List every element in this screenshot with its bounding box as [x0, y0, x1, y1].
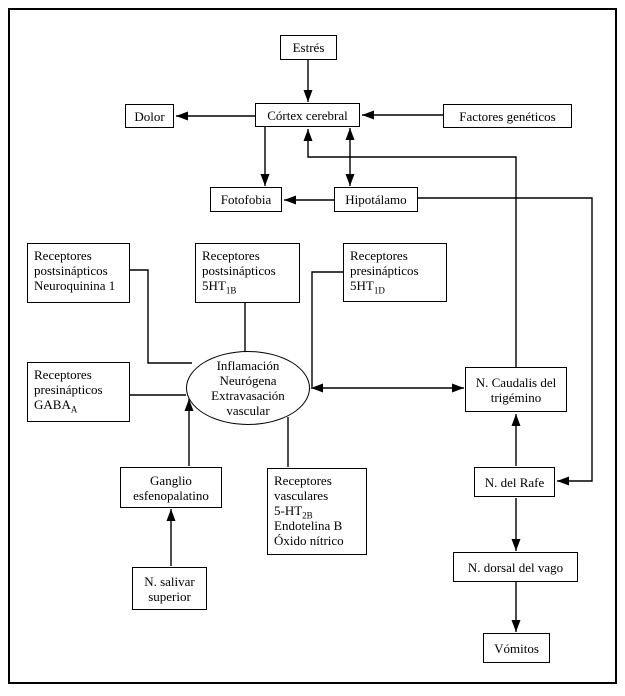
node-cortex-cerebral: Córtex cerebral: [255, 103, 360, 127]
node-hipotalamo: Hipotálamo: [334, 187, 418, 212]
node-receptores-postsinapticos-neuroquinina1: Receptores postsinápticos Neuroquinina 1: [27, 243, 130, 303]
node-label-formula: 5HT1B: [202, 278, 296, 296]
formula-subscript: 1D: [373, 285, 385, 296]
node-label: Hipotálamo: [345, 192, 407, 207]
node-label-line: esfenopalatino: [133, 487, 209, 503]
formula-base: 5HT: [350, 278, 374, 293]
node-label-line: N. salivar: [144, 573, 195, 589]
node-label-line: Receptores: [202, 248, 260, 263]
node-label-line: Neuroquinina 1: [34, 278, 116, 293]
node-fotofobia: Fotofobia: [210, 187, 282, 212]
node-label-line: Receptores: [350, 248, 408, 263]
edge-hipotalamo-rafe: [418, 197, 593, 482]
node-label-line: superior: [148, 588, 191, 604]
arrowhead: [557, 476, 569, 486]
arrowhead: [511, 539, 521, 551]
node-label-line: presinápticos: [350, 263, 419, 278]
node-label: N. del Rafe: [484, 474, 545, 490]
node-label-line: Receptores: [34, 248, 92, 263]
node-dolor: Dolor: [125, 104, 174, 128]
node-label-line: Extravasación: [211, 388, 285, 403]
arrowhead: [166, 509, 176, 521]
edge-ht1d-inflamacion: [311, 271, 343, 387]
node-label-formula: GABAA: [34, 397, 126, 415]
node-n-dorsal-del-vago: N. dorsal del vago: [453, 552, 578, 582]
formula-base: 5-HT: [274, 503, 303, 518]
node-label-line: Receptores: [274, 473, 332, 488]
arrowhead: [176, 111, 188, 121]
node-label: Córtex cerebral: [267, 107, 348, 123]
formula-base: 5HT: [202, 278, 226, 293]
node-label-line: Óxido nítrico: [274, 533, 344, 548]
arrowhead: [260, 174, 270, 186]
node-label-line: Receptores: [34, 367, 92, 382]
arrowhead: [311, 383, 323, 393]
arrowhead: [362, 110, 374, 120]
node-label-line: Inflamación: [216, 358, 280, 373]
node-label-line: presinápticos: [34, 382, 103, 397]
node-label-line: Endotelina B: [274, 518, 343, 533]
node-receptores-postsinapticos-5ht1b: Receptores postsinápticos 5HT1B: [195, 243, 300, 303]
formula-subscript: A: [70, 404, 78, 415]
node-n-salivar-superior: N. salivar superior: [132, 567, 207, 610]
node-label-line: vascular: [226, 403, 270, 418]
node-receptores-presinapticos-5ht1d: Receptores presinápticos 5HT1D: [343, 243, 447, 302]
node-receptores-presinapticos-gaba-a: Receptores presinápticos GABAA: [27, 362, 130, 422]
arrowhead: [511, 620, 521, 632]
formula-subscript: 2B: [302, 510, 313, 521]
node-estres: Estrés: [280, 35, 337, 60]
node-ganglio-esfenopalatino: Ganglio esfenopalatino: [120, 467, 222, 508]
node-label-line: Neurógena: [219, 373, 277, 388]
edge-caudalis-cortex: [307, 129, 517, 367]
node-label: Factores genéticos: [459, 108, 556, 124]
node-factores-geneticos: Factores genéticos: [443, 104, 572, 128]
arrowhead: [345, 128, 355, 140]
node-label: Fotofobia: [220, 192, 272, 207]
node-label: Dolor: [134, 108, 165, 124]
node-label: Vómitos: [494, 640, 539, 656]
node-label-line: trigémino: [490, 389, 542, 405]
arrowhead: [303, 129, 313, 141]
diagram-border: [8, 8, 617, 684]
node-label-line: postsinápticos: [202, 263, 276, 278]
node-label-line: postsinápticos: [34, 263, 108, 278]
formula-base: GABA: [34, 397, 71, 412]
node-label-line: vasculares: [274, 488, 329, 503]
node-vomitos: Vómitos: [483, 633, 550, 663]
arrowhead: [452, 383, 464, 393]
arrowhead: [511, 414, 521, 426]
node-n-del-rafe: N. del Rafe: [474, 467, 555, 497]
arrowhead: [303, 90, 313, 102]
edge-nk1-inflamacion: [130, 269, 192, 364]
node-receptores-vasculares: Receptores vasculares 5-HT2B Endotelina …: [267, 468, 367, 555]
node-label: Estrés: [292, 40, 325, 55]
node-label-line: Ganglio: [150, 472, 192, 488]
node-inflamacion-neurogena: Inflamación Neurógena Extravasación vasc…: [186, 351, 310, 425]
node-label-formula: 5HT1D: [350, 278, 443, 296]
node-n-caudalis-trigemino: N. Caudalis del trigémino: [465, 367, 567, 412]
formula-subscript: 1B: [225, 285, 237, 296]
node-label: N. dorsal del vago: [467, 559, 564, 575]
node-label-line: N. Caudalis del: [475, 374, 557, 390]
arrowhead: [184, 399, 194, 411]
arrowhead: [345, 174, 355, 186]
arrowhead: [284, 195, 296, 205]
node-label-formula: 5-HT2B: [274, 503, 363, 521]
